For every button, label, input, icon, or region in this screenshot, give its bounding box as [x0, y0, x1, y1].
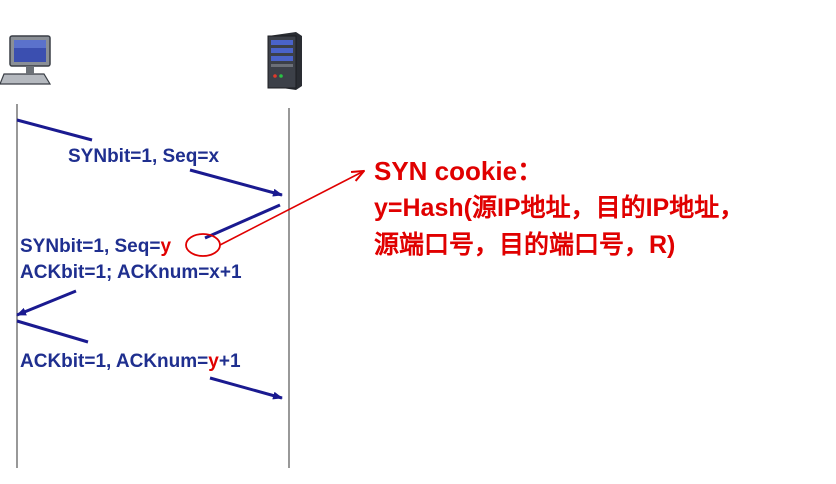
synack-seq-prefix: SYNbit=1, Seq= — [20, 236, 161, 257]
ack-suffix: +1 — [218, 351, 241, 372]
callout-arrow — [219, 171, 364, 246]
y-highlight-circle — [185, 233, 221, 257]
ack-y: y — [208, 351, 219, 372]
synack-label-line1: SYNbit=1, Seq=y — [20, 237, 171, 256]
note-line1: y=Hash(源IP地址，目的IP地址， — [374, 194, 745, 222]
syn-label: SYNbit=1, Seq=x — [68, 146, 220, 167]
synack-arrow — [16, 203, 281, 317]
ack-prefix: ACKbit=1, ACKnum= — [20, 351, 209, 372]
ack-label: ACKbit=1, ACKnum=y+1 — [20, 352, 241, 371]
note-line2: 源端口号，目的端口号，R) — [374, 231, 676, 259]
ack-arrow — [16, 319, 283, 400]
synack-label-line2: ACKbit=1; ACKnum=x+1 — [20, 262, 242, 283]
server-tower-icon — [267, 32, 302, 90]
syn-arrow — [16, 118, 283, 197]
desktop-computer-icon — [0, 35, 52, 85]
synack-seq-y: y — [160, 236, 172, 257]
note-title: SYN cookie： — [374, 156, 544, 186]
